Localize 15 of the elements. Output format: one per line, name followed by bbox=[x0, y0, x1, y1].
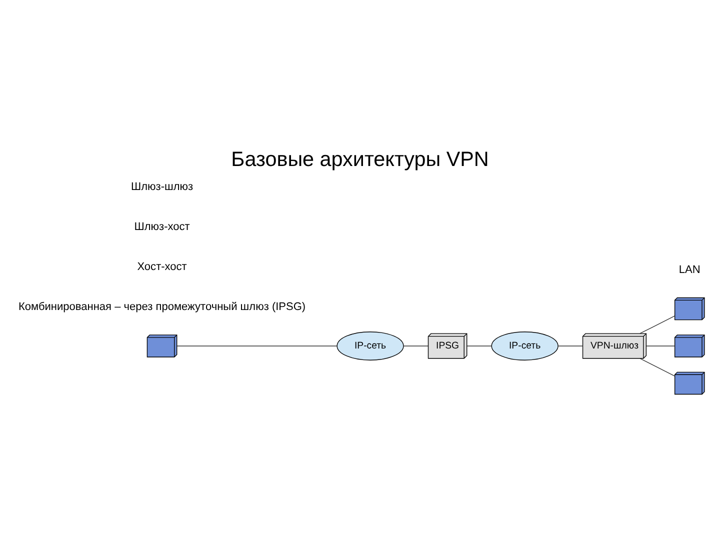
node-ellipse: IP-сеть bbox=[336, 331, 404, 360]
connector bbox=[558, 345, 584, 346]
label: Шлюз-хост bbox=[134, 220, 190, 233]
label: Комбинированная – через промежуточный шлюз (IPSG) bbox=[18, 300, 306, 312]
label: Хост-хост bbox=[137, 260, 187, 273]
connector bbox=[466, 345, 492, 346]
connector bbox=[646, 345, 676, 346]
label: LAN bbox=[678, 263, 700, 276]
node-ellipse: IP-сеть bbox=[491, 331, 558, 360]
diagram-title: Базовые архитектуры VPN bbox=[231, 148, 489, 171]
connector bbox=[176, 345, 338, 346]
connector bbox=[403, 345, 428, 346]
label: Шлюз-шлюз bbox=[130, 180, 194, 193]
connector bbox=[640, 358, 676, 376]
connector bbox=[640, 315, 676, 334]
